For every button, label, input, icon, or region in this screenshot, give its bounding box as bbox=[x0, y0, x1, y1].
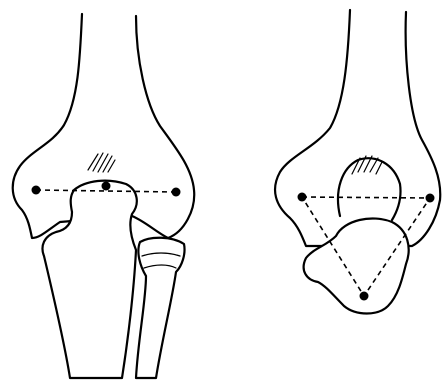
right-medial-epicondyle-dot bbox=[298, 193, 307, 202]
left-medial-epicondyle-dot bbox=[32, 186, 41, 195]
right-humerus bbox=[275, 10, 440, 246]
right-lateral-epicondyle-dot bbox=[426, 194, 435, 203]
left-olecranon-dot bbox=[102, 182, 111, 191]
left-radius bbox=[136, 238, 185, 378]
right-olecranon-dot bbox=[360, 292, 369, 301]
extended-elbow-panel bbox=[13, 14, 194, 378]
left-lateral-epicondyle-dot bbox=[172, 188, 181, 197]
flexed-elbow-panel bbox=[275, 10, 440, 314]
